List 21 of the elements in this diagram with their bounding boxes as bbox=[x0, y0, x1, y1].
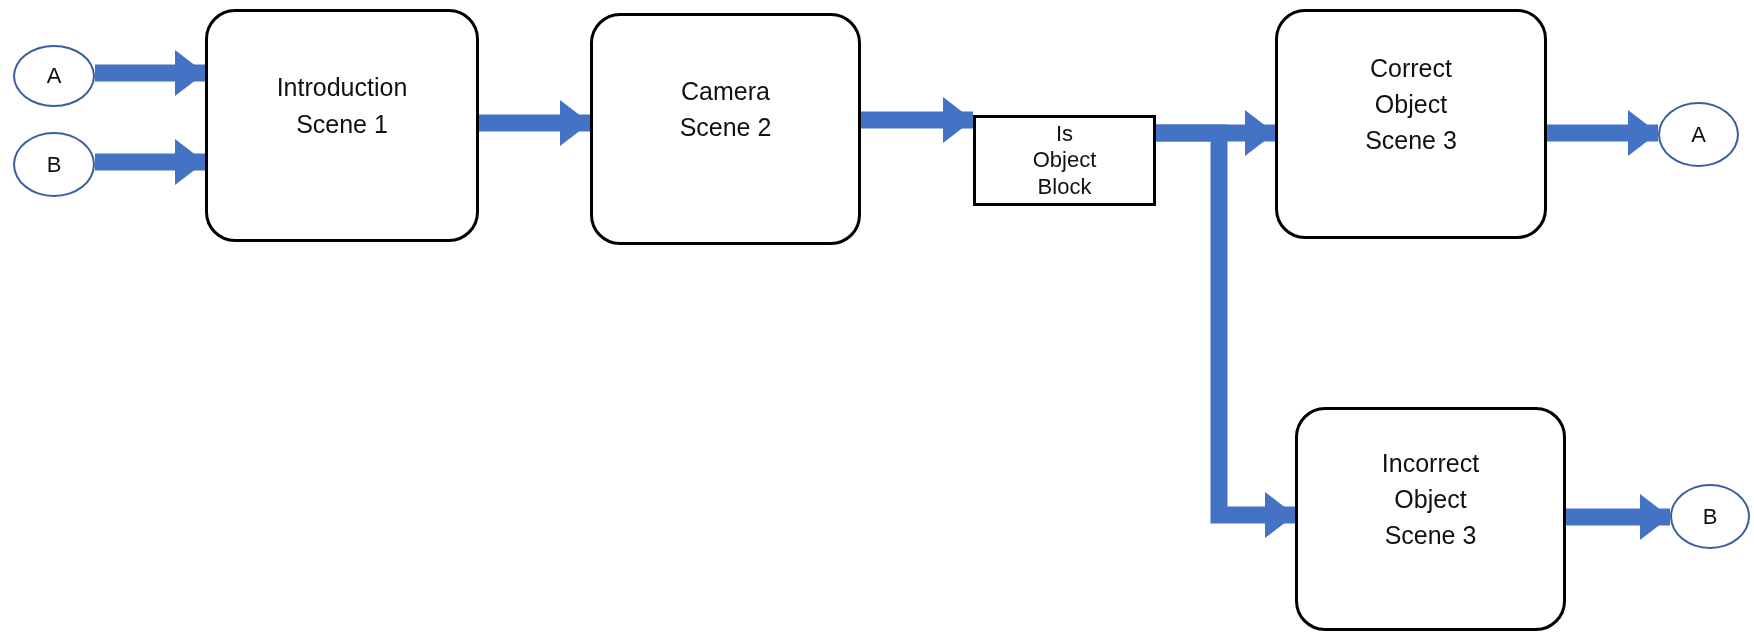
arrow bbox=[1547, 110, 1658, 156]
node-label: Incorrect Object Scene 3 bbox=[1380, 447, 1481, 552]
node-label: B bbox=[45, 150, 63, 179]
process-box bbox=[205, 9, 479, 242]
arrow bbox=[479, 100, 590, 146]
arrow bbox=[95, 50, 205, 96]
node-label: A bbox=[45, 62, 63, 91]
decision-box bbox=[973, 115, 1156, 206]
node-label: Is Object Block bbox=[1031, 120, 1098, 201]
arrow bbox=[1566, 494, 1670, 540]
node-label: B bbox=[1701, 502, 1719, 531]
node-label: Introduction Scene 1 bbox=[275, 72, 409, 140]
arrow bbox=[95, 139, 205, 185]
process-box bbox=[1275, 9, 1547, 239]
process-box bbox=[1295, 407, 1566, 631]
process-box bbox=[590, 13, 861, 245]
node-label: Correct Object Scene 3 bbox=[1364, 52, 1458, 157]
arrow bbox=[861, 97, 973, 143]
node-label: A bbox=[1690, 120, 1707, 149]
node-label: Camera Scene 2 bbox=[678, 75, 773, 143]
arrow bbox=[1156, 124, 1295, 538]
